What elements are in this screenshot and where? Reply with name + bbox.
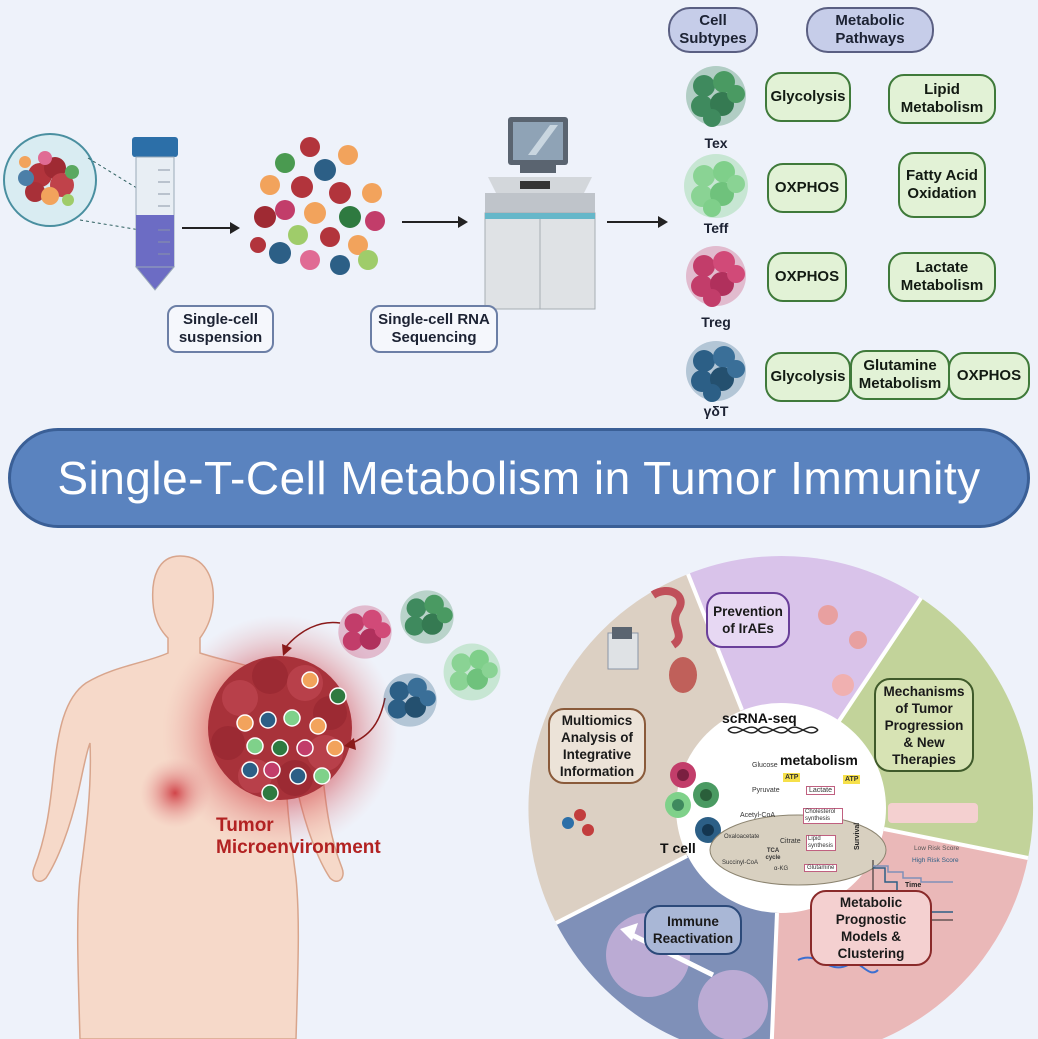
page-title: Single-T-Cell Metabolism in Tumor Immuni…: [57, 452, 981, 504]
glucose-label: Glucose: [752, 762, 778, 769]
falcon-tube-icon: [132, 137, 178, 291]
oxaloacetate-label: Oxaloacetate: [724, 834, 760, 840]
glutamine-label: Glutamine: [804, 864, 838, 872]
tcell-label: T cell: [660, 840, 696, 856]
multiomics-label: Multiomics Analysis of Integrative Infor…: [548, 708, 646, 784]
cholesterol-label: Cholesterol synthesis: [803, 808, 843, 824]
treg-cell-cluster-icon: [686, 246, 746, 307]
alpha-kg-label: α-KG: [774, 866, 789, 872]
prognostic-models-label: Metabolic Prognostic Models & Clustering: [810, 890, 932, 966]
teff-cell-cluster-icon: [684, 154, 748, 218]
km-ylabel: Survival: [854, 822, 861, 850]
succinyl-coa-label: Succinyl-CoA: [722, 860, 759, 866]
tca-cycle-label: TCA cycle: [765, 848, 781, 861]
pathway-treg-lactate: Lactate Metabolism: [888, 252, 996, 302]
arrow-right-icon: [182, 222, 240, 234]
pathway-teff-fao: Fatty Acid Oxidation: [898, 152, 986, 218]
pathway-tex-lipid: Lipid Metabolism: [888, 74, 996, 124]
tex-cluster-incoming-icon: [400, 590, 454, 644]
single-cell-rna-seq-label: Single-cell RNA Sequencing: [370, 305, 498, 353]
prevention-irae-label: Prevention of IrAEs: [706, 592, 790, 648]
km-high-risk-label: High Risk Score: [912, 857, 959, 864]
pathway-treg-oxphos: OXPHOS: [767, 252, 847, 302]
gdt-cell-cluster-icon: [686, 341, 746, 402]
metabolism-label: metabolism: [780, 752, 858, 768]
citrate-label: Citrate: [780, 838, 801, 845]
sequencer-machine-icon: [484, 117, 596, 310]
atp-label-2: ATP: [843, 775, 861, 784]
arrow-right-icon: [402, 216, 468, 228]
scrna-seq-label: scRNA-seq: [722, 710, 797, 726]
cell-subtypes-header: Cell Subtypes: [668, 7, 758, 53]
human-body-illustration: [32, 555, 398, 1039]
km-xlabel: Time: [905, 882, 922, 889]
single-cell-suspension-label: Single-cell suspension: [167, 305, 274, 353]
teff-label: Teff: [703, 220, 729, 236]
tumor-microenvironment-label: Tumor Microenvironment: [216, 815, 381, 858]
title-banner: Single-T-Cell Metabolism in Tumor Immuni…: [8, 428, 1030, 528]
tex-label: Tex: [704, 135, 728, 151]
atp-label-1: ATP: [783, 773, 801, 782]
acetyl-coa-label: Acetyl-CoA: [740, 812, 776, 819]
gdt-cluster-incoming-icon: [383, 673, 437, 727]
gdt-label: γδT: [703, 403, 729, 419]
pathway-tex-glycolysis: Glycolysis: [765, 72, 851, 122]
metabolic-pathways-header: Metabolic Pathways: [806, 7, 934, 53]
tissue-sample-illustration: [3, 133, 140, 231]
mechanisms-label: Mechanisms of Tumor Progression & New Th…: [874, 678, 974, 772]
lipid-synthesis-label: Lipid synthesis: [806, 835, 836, 851]
treg-cluster-incoming-icon: [338, 605, 392, 659]
pathway-teff-oxphos: OXPHOS: [767, 163, 847, 213]
pathway-gdt-glycolysis: Glycolysis: [765, 352, 851, 402]
arrow-right-icon: [607, 216, 668, 228]
tex-cell-cluster-icon: [686, 66, 746, 127]
immune-reactivation-label: Immune Reactivation: [644, 905, 742, 955]
pyruvate-label: Pyruvate: [752, 787, 780, 794]
teff-cluster-incoming-icon: [443, 643, 501, 701]
pathway-gdt-oxphos: OXPHOS: [948, 352, 1030, 400]
treg-label: Treg: [701, 314, 731, 330]
pathway-gdt-glutamine: Glutamine Metabolism: [850, 350, 950, 400]
km-low-risk-label: Low Risk Score: [914, 845, 960, 852]
cell-suspension-illustration: [250, 137, 385, 275]
lactate-label: Lactate: [806, 786, 835, 795]
